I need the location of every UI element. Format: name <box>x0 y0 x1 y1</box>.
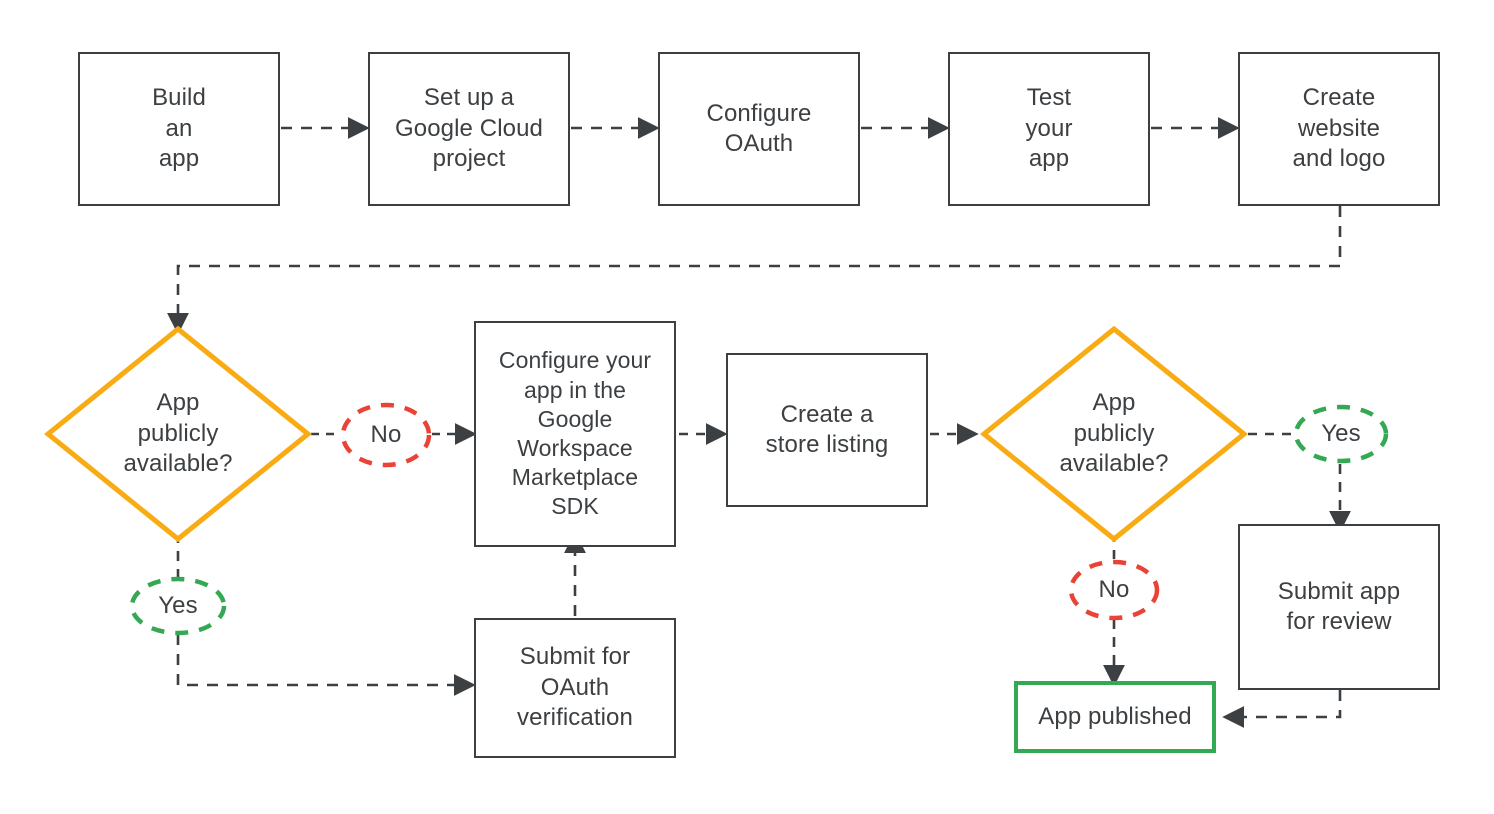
edge-label-text: No <box>370 421 402 448</box>
node-label: App published <box>1038 702 1192 730</box>
edge-label-no-right: No <box>1068 559 1160 621</box>
node-decision-app-publicly-available-right[interactable]: App publicly available? <box>980 325 1248 543</box>
edge-label-text: Yes <box>158 592 198 619</box>
node-create-website-logo[interactable]: Create website and logo <box>1238 52 1440 206</box>
node-label: Build an app <box>152 84 206 173</box>
edge-label-text: No <box>1098 576 1130 603</box>
no-ellipse-icon <box>340 402 432 468</box>
node-create-store-listing[interactable]: Create a store listing <box>726 353 928 507</box>
node-submit-oauth-verification[interactable]: Submit for OAuth verification <box>474 618 676 758</box>
node-label: Set up a Google Cloud project <box>395 84 543 173</box>
node-label: Submit for OAuth verification <box>517 643 633 732</box>
edge-label-text: Yes <box>1321 420 1361 447</box>
node-label: App publicly available? <box>123 389 233 478</box>
node-configure-oauth[interactable]: Configure OAuth <box>658 52 860 206</box>
yes-ellipse-icon <box>1293 404 1389 464</box>
node-configure-sdk[interactable]: Configure your app in the Google Workspa… <box>474 321 676 547</box>
node-label: Create a store listing <box>765 400 889 458</box>
yes-ellipse-icon <box>129 576 227 636</box>
edge-label-yes-right: Yes <box>1292 404 1390 464</box>
edge-label-no-left: No <box>340 402 432 468</box>
node-decision-app-publicly-available-left[interactable]: App publicly available? <box>44 325 312 543</box>
no-ellipse-icon <box>1068 559 1160 621</box>
node-label: Configure your app in the Google Workspa… <box>498 347 652 520</box>
diamond-shape <box>44 325 312 543</box>
node-test-app[interactable]: Test your app <box>948 52 1150 206</box>
node-label: Test your app <box>1025 84 1073 173</box>
node-build-app[interactable]: Build an app <box>78 52 280 206</box>
node-gcp-project[interactable]: Set up a Google Cloud project <box>368 52 570 206</box>
node-label: Create website and logo <box>1292 84 1386 173</box>
diamond-shape <box>980 325 1248 543</box>
node-label: Configure OAuth <box>706 99 812 157</box>
node-label: App publicly available? <box>1059 389 1169 478</box>
node-label: Submit app for review <box>1277 577 1401 635</box>
node-app-published[interactable]: App published <box>1014 681 1216 753</box>
edge-label-yes-left: Yes <box>128 576 228 636</box>
node-submit-app-for-review[interactable]: Submit app for review <box>1238 524 1440 690</box>
